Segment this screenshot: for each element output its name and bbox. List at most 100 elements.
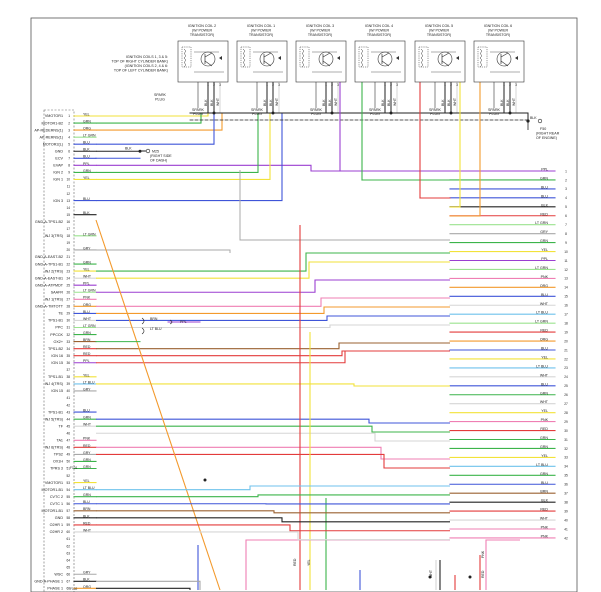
spark-plug-left: SPARK PLUG [154,93,167,102]
wire-color-label: WHT [540,517,549,521]
wire-color-label: ORG [540,284,548,288]
coil-title: TRANSISTOR) [367,33,391,37]
harness-wire [96,279,450,293]
ground-m25-label: M25 [152,150,159,154]
wire-color-label: BLU [541,347,548,351]
diode-icon [456,56,459,60]
ecm-pin-number: 35 [66,354,70,358]
ecm-pin-number: 11 [67,185,71,189]
ecm-pin-number: 8 [68,164,70,168]
harness-wire [245,539,450,590]
wire-color-label: RED [83,521,91,525]
wire-color-label: LT GRN [535,320,548,324]
ecm-pin-number: 39 [66,382,70,386]
coil-note-line: TOP OF LEFT CYLINDER BANK) [114,69,168,73]
coil-feed-wire [96,113,223,131]
wire-color-label: GRN [540,391,548,395]
wire-color-label: YEL [83,373,90,377]
ecm-pin-label: PPC [55,326,63,330]
wire-color-label: BRN [83,507,91,511]
splice-dot [330,111,334,115]
right-connector-number: 3 [565,187,567,191]
coil-winding-loop [301,53,304,59]
ppc-connector-icon [169,319,173,325]
spark-plug-label: SPARK [192,108,205,112]
ecm-pin-number: 27 [66,298,70,302]
spark-plug-label: SPARK [429,108,442,112]
bottom-vertical-labels: RED YEL WHT RED PNK [293,550,485,578]
wire-color-label: BLU [83,310,90,314]
wire-color-label: BLK [328,99,332,106]
coil-winding-loop [360,48,363,54]
right-connector-number: 22 [564,357,568,361]
harness-wire [96,383,450,387]
coil-winding-loop [479,57,482,63]
ecm-pin-number: 43 [66,410,70,414]
wire-color-label: LT BLU [83,486,95,490]
coil-title: TRANSISTOR) [249,33,273,37]
spark-plug-label: SPARK [154,93,167,97]
wire-color-label: RED [481,570,485,578]
ecm-pin-number: 52 [66,474,70,478]
wire-color-label: LT BLU [536,463,548,467]
ecm-pin-label: INJ 4(TRS) [45,382,63,386]
right-connector-number: 11 [564,259,568,263]
wire-color-label: GRY [83,451,91,455]
wire-color-label: PPL [83,162,90,166]
right-connector-number: 16 [564,304,568,308]
ground-f50-terminal-icon [537,118,543,124]
right-connector-number: 23 [564,366,568,370]
wire-color-label: BLK [125,147,132,151]
coil-pin-number: 3 [219,83,221,87]
ecm-pin-number: 49 [66,453,70,457]
ecm-pin-number: 34 [66,347,70,351]
ecm-pin-label: O2HR 2 [50,530,63,534]
ecm-pin-label: IGN 15 [51,361,63,365]
transistor-emitter [204,60,213,67]
coil-title: (W/ POWER [192,28,213,32]
spark-plug-label: PLUG [311,112,321,116]
coil-box [295,40,347,83]
ground-f50-label: F50 [540,127,546,131]
wire-color-label: LT GRN [83,324,96,328]
wire-color-label: YEL [541,454,548,458]
wire-color-label: BLK [441,99,445,106]
ecm-pin-label: VMOTOR1 [45,114,63,118]
coil-winding-loop [242,57,245,63]
ecm-pin-number: 13 [66,199,70,203]
wire-color-label: GRN [83,416,91,420]
ecm-pin-number: 4 [68,135,70,139]
ecm-pin-number: 51 [66,467,70,471]
coil-feed-wire [96,113,228,137]
coil-title: (W/ POWER [488,28,509,32]
wire-color-label: BLK [447,99,451,106]
ecm-pin-number: 29 [66,312,70,316]
coil-notes: IGNITION COILS 1, 3 & 5: TOP OF RIGHT CY… [111,55,168,73]
right-connector-number: 24 [564,375,568,379]
coil-title: (W/ POWER [429,28,450,32]
coil-winding-loop [360,62,363,68]
ecm-pin-label: GND [55,516,64,520]
harness-wire [96,524,450,532]
coil-title: IGNITION COIL 1 [247,24,275,28]
splice-dot [428,575,432,579]
wire-color-label: PPL [180,320,187,324]
ecm-pin-number: 65 [66,565,70,569]
coil-winding-loop [360,53,363,59]
ecm-pin-number: 7 [68,157,70,161]
coil-winding-loop [479,53,482,59]
ecm-pin-label: AP-RERNS(1) [39,135,63,139]
wire-color-label: GRN [83,465,91,469]
transistor-emitter [263,60,272,67]
harness-wire [96,432,450,442]
coil-pin-number: 2 [390,83,392,87]
diode-icon [396,56,399,60]
wire-color-label: WHT [216,97,220,106]
coil-title: TRANSISTOR) [190,33,214,37]
wire-color-label: PPL [541,168,548,172]
right-connector-number: 9 [565,241,567,245]
wire-color-label: WHT [393,97,397,106]
wire-color-label: PNK [541,534,549,538]
